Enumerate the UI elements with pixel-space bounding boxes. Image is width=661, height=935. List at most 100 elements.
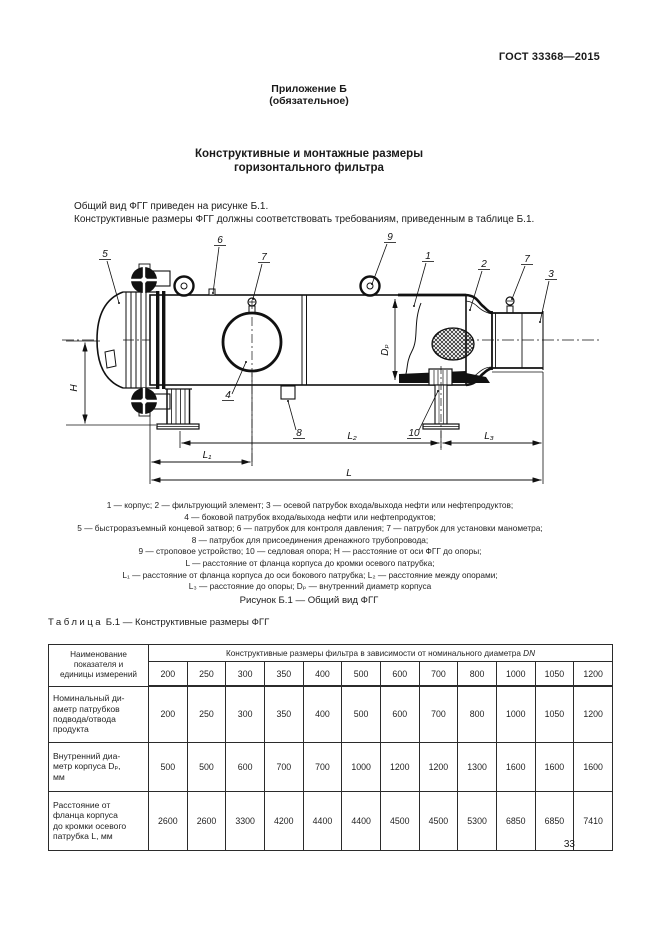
table-cell: 800	[457, 685, 497, 743]
dn-header-cell: 300	[225, 661, 265, 687]
quick-release-closure	[131, 263, 171, 417]
dimensions-table: Наименование показателя и единицы измере…	[48, 644, 613, 851]
table-cell: 1000	[495, 685, 536, 743]
paragraph-1: Общий вид ФГГ приведен на рисунке Б.1.	[74, 201, 269, 212]
table-cell: 1300	[457, 741, 497, 792]
saddle-support-left	[156, 388, 200, 430]
legend-line: L₁ — расстояние от фланца корпуса до оси…	[122, 569, 498, 580]
table-cell: 4200	[263, 790, 304, 851]
table-header-row-span: Наименование показателя и единицы измере…	[48, 644, 613, 687]
legend-line: L₃ — расстояние до опоры; Dₚ — внутренни…	[188, 581, 432, 592]
table-cell: 3300	[225, 790, 265, 851]
dim-label-L1: L₁	[203, 450, 212, 461]
dim-label-H: H	[69, 384, 80, 392]
legend-line: 1 — корпус; 2 — фильтрующий элемент; 3 —…	[106, 500, 514, 510]
table-cell: 1200	[573, 685, 613, 743]
legend-line: 5 — быстроразъемный концевой затвор; 6 —…	[77, 523, 543, 534]
doc-number: ГОСТ 33368—2015	[498, 51, 600, 63]
table-cell: 4500	[379, 790, 420, 851]
table-cell: 6850	[495, 790, 536, 851]
body-flange	[156, 291, 166, 389]
row-label: Расстояние от фланца корпуса до кромки о…	[48, 790, 149, 851]
pressure-control-nozzle	[208, 288, 216, 296]
table-cell: 700	[302, 741, 343, 792]
lifting-lug	[173, 275, 381, 297]
callout-4: 4	[225, 390, 231, 401]
dn-header-cell: 200	[148, 661, 188, 687]
table-cell: 600	[225, 741, 265, 792]
dimension-L1: L₁	[151, 450, 251, 465]
row-label: Внутренний диа- метр корпуса Dₚ, мм	[48, 741, 149, 792]
table-row: Расстояние от фланца корпуса до кромки о…	[48, 790, 613, 851]
dim-label-L3: L₃	[484, 431, 494, 442]
dn-header-cell: 600	[379, 661, 420, 687]
dn-header-cell: 250	[186, 661, 227, 687]
table-cell: 1050	[534, 685, 575, 743]
dimension-L2-L3: L₂ L₃	[181, 431, 542, 446]
table-cell: 1000	[341, 741, 381, 792]
dim-label-L: L	[346, 468, 352, 479]
internal-baffle-line	[402, 302, 422, 382]
appendix-kind: (обязательное)	[269, 95, 349, 107]
dim-label-L2: L₂	[347, 431, 357, 442]
callout-6: 6	[217, 235, 223, 246]
appendix-title: Приложение Б	[271, 83, 347, 95]
table-cell: 1600	[534, 741, 575, 792]
callout-9: 9	[387, 232, 393, 243]
section-title-line2: горизонтального фильтра	[234, 162, 384, 174]
table-cell: 6850	[534, 790, 575, 851]
table-cell: 250	[186, 685, 227, 743]
table-cell: 4500	[418, 790, 459, 851]
table-cell: 350	[263, 685, 304, 743]
horizontal-filter-drawing: H Dₚ L₂ L₃ L₁ L	[62, 232, 600, 484]
table-cell: 1200	[418, 741, 459, 792]
callout-1: 1	[425, 251, 431, 262]
callout-7-left: 7	[261, 252, 267, 263]
callout-leaders	[106, 243, 550, 431]
dimension-extension-lines	[149, 372, 544, 484]
table-cell: 500	[186, 741, 227, 792]
table-title: Таблица Б.1 — Конструктивные размеры ФГГ	[48, 617, 588, 628]
dn-header-cell: 350	[263, 661, 304, 687]
callout-8: 8	[296, 428, 302, 439]
table-title-word: Таблица	[48, 617, 104, 628]
table-cell: 300	[225, 685, 265, 743]
legend-line: 8 — патрубок для присоединения дренажног…	[191, 534, 429, 545]
table-cell: 4400	[341, 790, 381, 851]
table-cell: 1200	[379, 741, 420, 792]
dn-header-cell: 400	[302, 661, 343, 687]
table-cell: 1600	[573, 741, 613, 792]
drain-nozzle	[280, 385, 296, 400]
table-span-header: Конструктивные размеры фильтра в зависим…	[148, 644, 613, 662]
dn-header-cell: 1000	[495, 661, 536, 687]
table-cell: 1600	[495, 741, 536, 792]
paragraph-2: Конструктивные размеры ФГГ должны соотве…	[74, 214, 535, 225]
table-cell: 500	[341, 685, 381, 743]
vessel-body	[149, 293, 467, 386]
table-cell: 7410	[573, 790, 613, 851]
callout-7-right: 7	[524, 254, 530, 265]
dished-head	[96, 291, 156, 389]
dn-header-cell: 1050	[534, 661, 575, 687]
table-cell: 5300	[457, 790, 497, 851]
dimension-Dp: Dₚ	[380, 299, 398, 380]
dn-header-cell: 1200	[573, 661, 613, 687]
figure-legend: 1 — корпус; 2 — фильтрующий элемент; 3 —…	[18, 500, 602, 593]
table-cell: 2600	[186, 790, 227, 851]
callout-3: 3	[548, 269, 554, 280]
table-cell: 700	[418, 685, 459, 743]
table-cell: 400	[302, 685, 343, 743]
legend-line: 9 — строповое устройство; 10 — седловая …	[138, 546, 482, 557]
dimension-L: L	[151, 468, 542, 483]
dn-header-cell: 800	[457, 661, 497, 687]
callout-5: 5	[102, 249, 108, 260]
table-title-rest: Б.1 — Конструктивные размеры ФГГ	[105, 617, 270, 628]
table-cell: 700	[263, 741, 304, 792]
figure-b1-drawing: H Dₚ L₂ L₃ L₁ L	[50, 230, 610, 492]
page-number: 33	[563, 839, 575, 850]
callout-2: 2	[480, 259, 487, 270]
callout-10: 10	[408, 428, 420, 439]
